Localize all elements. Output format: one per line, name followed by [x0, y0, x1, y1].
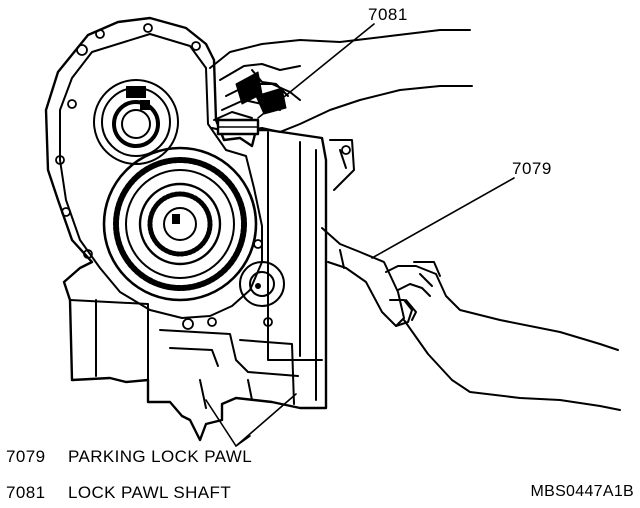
callout-lock-pawl-shaft: 7081 — [368, 5, 408, 24]
flange-bolt-holes — [55, 23, 351, 330]
legend-number: 7079 — [6, 447, 46, 466]
legend-label: LOCK PAWL SHAFT — [68, 483, 232, 502]
leader-lines — [205, 23, 515, 447]
lower-hand — [321, 227, 621, 411]
callout-parking-lock-pawl: 7079 — [512, 159, 552, 178]
large-gear — [102, 146, 258, 302]
upper-shaft-bore — [93, 79, 179, 165]
legend-item: 7079 PARKING LOCK PAWL — [6, 448, 252, 465]
transmission-case — [44, 16, 355, 442]
small-hub — [239, 261, 285, 307]
legend-number: 7081 — [6, 483, 46, 502]
upper-hand — [209, 29, 473, 136]
legend-label: PARKING LOCK PAWL — [68, 447, 253, 466]
legend-item: 7081 LOCK PAWL SHAFT — [6, 484, 231, 501]
figure-id: MBS0447A1B — [530, 483, 634, 500]
